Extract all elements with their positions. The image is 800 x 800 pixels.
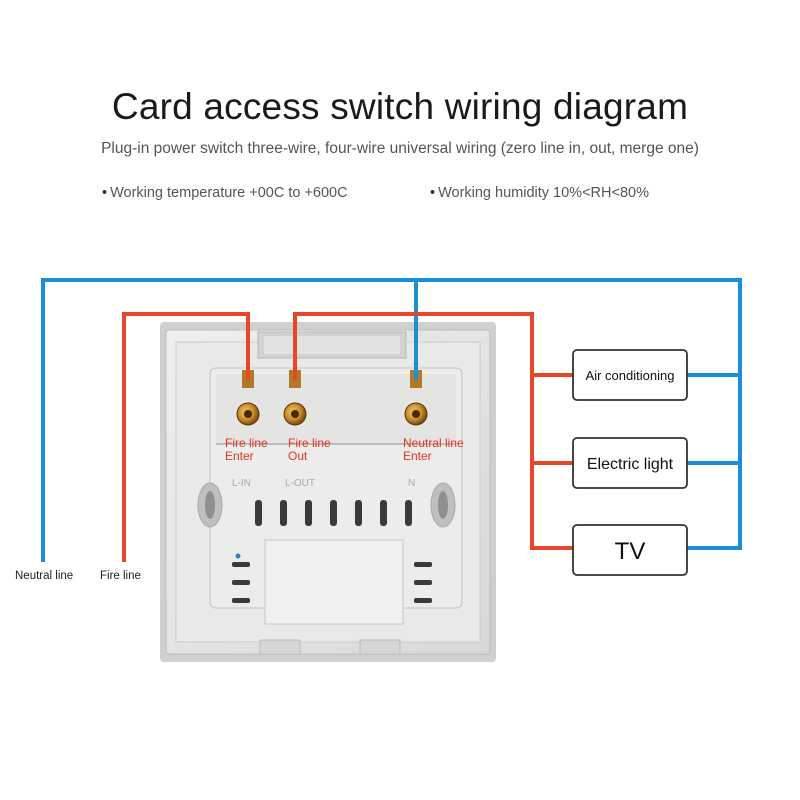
load-box-light: [572, 437, 688, 489]
fire-wires: [122, 312, 573, 562]
fire-in-wire: [122, 312, 250, 562]
fire-out-wire: [293, 312, 573, 550]
input-label-neutral: Neutral line: [15, 570, 73, 582]
side-slots: [232, 562, 432, 603]
label-neutral-in-2: Enter: [403, 449, 432, 463]
label-fire-out-2: Out: [288, 449, 308, 463]
embossed-n: N: [408, 478, 415, 489]
load-box-ac: [572, 349, 688, 401]
load-label-ac: Air conditioning: [586, 368, 675, 383]
neutral-main-wire: [41, 278, 742, 562]
lower-plate: [264, 539, 404, 625]
bullet-icon: •: [102, 185, 108, 201]
label-fire-in-1: Fire line: [225, 436, 268, 450]
terminal-labels: Fire line Enter Fire line Out Neutral li…: [225, 436, 464, 463]
load-label-light: Electric light: [587, 456, 674, 473]
embossed-l-in: L-IN: [232, 478, 251, 489]
load-box-tv: [572, 524, 688, 576]
spec-temperature-text: Working temperature +00C to +600C: [110, 185, 348, 201]
vent-slots: [255, 500, 412, 526]
embossed-l-out: L-OUT: [285, 478, 315, 489]
neutral-wires: [41, 278, 742, 562]
label-fire-out-1: Fire line: [288, 436, 331, 450]
load-air-conditioning: Air conditioning: [572, 349, 688, 401]
spec-humidity-text: Working humidity 10%<RH<80%: [438, 185, 649, 201]
load-tv: TV: [572, 524, 688, 576]
top-bracket-inset: [264, 336, 400, 354]
indicator-dot: [235, 553, 241, 559]
switch-panel: L-IN L-OUT N: [160, 322, 496, 662]
diagram-subtitle: Plug-in power switch three-wire, four-wi…: [101, 140, 699, 157]
diagram-title: Card access switch wiring diagram: [111, 86, 689, 127]
input-label-fire: Fire line: [100, 570, 141, 582]
spec-temperature: •Working temperature +00C to +600C: [102, 185, 348, 201]
label-neutral-in-1: Neutral line: [403, 436, 464, 450]
bullet-icon: •: [430, 185, 436, 201]
load-label-tv: TV: [615, 538, 646, 565]
load-electric-light: Electric light: [572, 437, 688, 489]
label-fire-in-2: Enter: [225, 449, 254, 463]
spec-humidity: •Working humidity 10%<RH<80%: [430, 185, 649, 201]
terminal-screws: [236, 370, 428, 426]
